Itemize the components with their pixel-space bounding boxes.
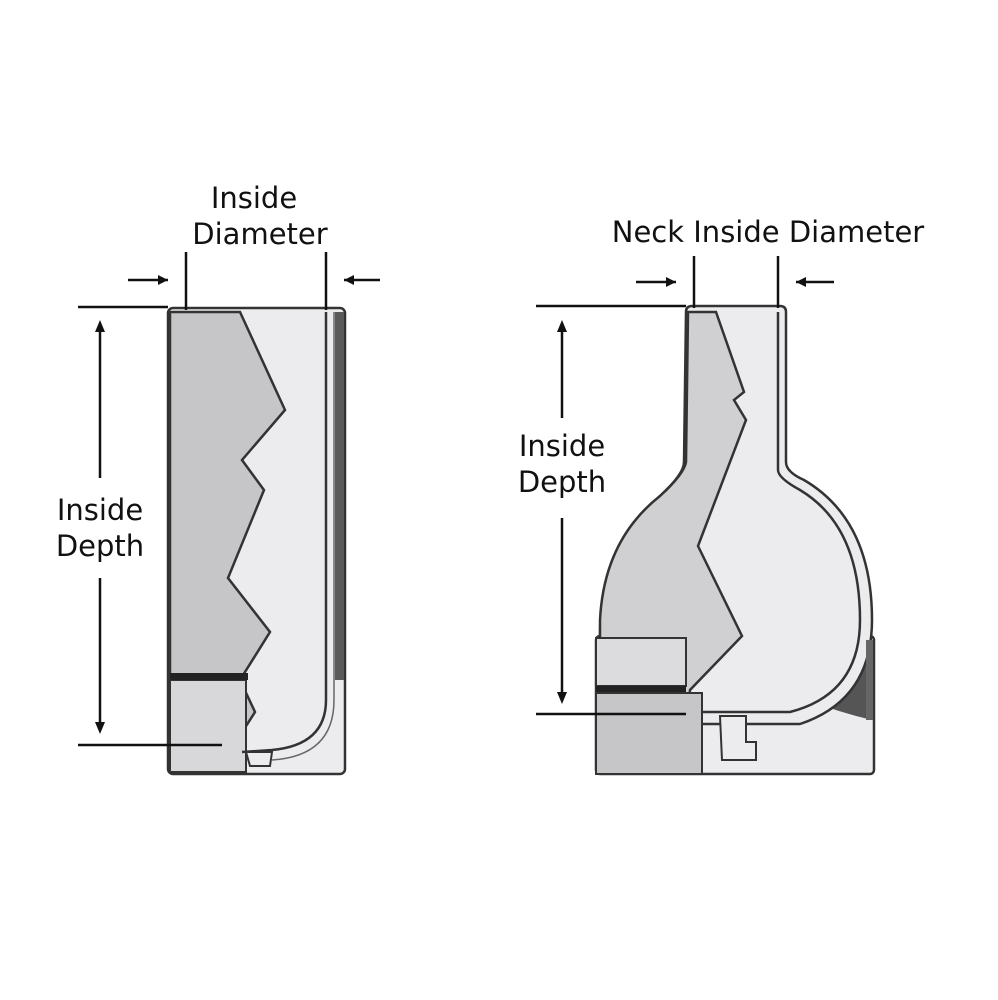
bulb-vial-dimensions <box>536 256 834 716</box>
straight-vial-inner-wall <box>241 312 328 754</box>
straight-vial-bottom-nub <box>244 751 274 767</box>
straight-vial-diameter-label-line2: Diameter <box>192 217 327 251</box>
bulb-vial-diameter-label: Neck Inside Diameter <box>612 215 925 249</box>
straight-vial-base-band <box>169 679 247 773</box>
straight-vial-figure <box>166 306 347 776</box>
bulb-vial-depth-label-line1: Inside <box>519 429 605 463</box>
straight-vial-seam <box>170 673 248 680</box>
bulb-vial-inner-cavity <box>690 312 862 714</box>
bulb-vial-right-edge <box>866 640 873 720</box>
straight-vial-depth-label-line1: Inside <box>57 493 143 527</box>
bulb-vial-seam <box>596 686 686 693</box>
bulb-vial-bottom-nub <box>718 715 757 761</box>
bulb-vial-cutaway <box>598 310 748 726</box>
straight-vial-right-edge <box>335 312 344 680</box>
bulb-vial-depth-label-line2: Depth <box>518 465 606 499</box>
straight-vial-depth-label-line2: Depth <box>56 529 144 563</box>
bulb-vial-band-upper <box>595 637 687 687</box>
straight-vial-dimensions <box>78 252 380 747</box>
bulb-vial-figure <box>594 304 876 776</box>
straight-vial-diameter-label-line1: Inside <box>211 181 297 215</box>
bulb-vial-band-lower <box>595 692 703 775</box>
